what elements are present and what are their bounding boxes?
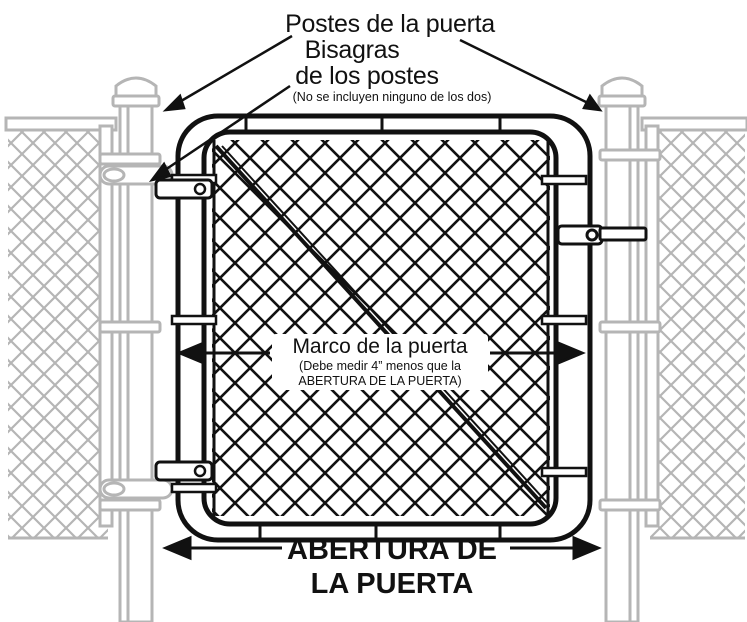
- right-fence: [640, 116, 747, 540]
- left-fence: [4, 116, 118, 540]
- opening-label-line2: LA PUERTA: [310, 568, 474, 600]
- posts-label: Postes de la puerta: [285, 10, 495, 38]
- frame-arrows: [176, 340, 586, 366]
- frame-note-line2: ABERTURA DE LA PUERTA): [298, 374, 462, 388]
- frame-label-mask: [272, 334, 488, 390]
- right-gate-post: [597, 76, 662, 622]
- gate-latch: [556, 224, 648, 246]
- hinges-label-line1: Bisagras: [304, 36, 400, 64]
- not-included-note: (No se incluyen ninguno de los dos): [292, 90, 492, 104]
- posts-arrow-left: [162, 34, 293, 112]
- left-gate-post: [98, 76, 174, 622]
- frame-note-line1: (Debe medir 4” menos que la: [299, 359, 461, 373]
- posts-arrow-right: [459, 38, 603, 112]
- frame-label: Marco de la puerta: [292, 335, 468, 358]
- hinges-label-line2: de los postes: [295, 62, 439, 90]
- opening-arrows: [162, 535, 602, 561]
- gate: [154, 113, 593, 543]
- hinges-arrow: [148, 84, 291, 182]
- opening-label-line1: ABERTURA DE: [287, 534, 497, 566]
